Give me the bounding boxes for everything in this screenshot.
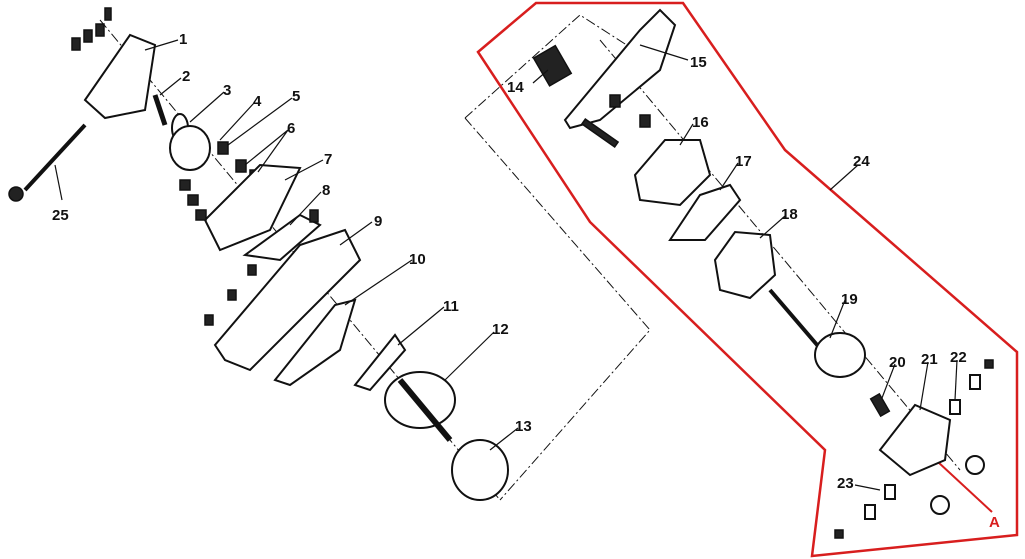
label-16: 16 bbox=[692, 114, 709, 131]
label-18: 18 bbox=[781, 206, 798, 223]
left-assembly-parts bbox=[8, 7, 509, 501]
label-21: 21 bbox=[921, 351, 938, 368]
label-4: 4 bbox=[253, 93, 262, 110]
label-7: 7 bbox=[324, 151, 332, 168]
callout-a: A bbox=[989, 514, 1000, 531]
label-13: 13 bbox=[515, 418, 532, 435]
label-23: 23 bbox=[837, 475, 854, 492]
label-3: 3 bbox=[223, 82, 231, 99]
leader-lines bbox=[54, 39, 958, 491]
label-5: 5 bbox=[292, 88, 300, 105]
subassembly-24-outline bbox=[476, 1, 1019, 558]
label-12: 12 bbox=[492, 321, 509, 338]
label-2: 2 bbox=[182, 68, 190, 85]
label-22: 22 bbox=[950, 349, 967, 366]
label-10: 10 bbox=[409, 251, 426, 268]
label-17: 17 bbox=[735, 153, 752, 170]
label-19: 19 bbox=[841, 291, 858, 308]
label-25: 25 bbox=[52, 207, 69, 224]
label-6: 6 bbox=[287, 120, 295, 137]
label-9: 9 bbox=[374, 213, 382, 230]
callout-a-leader bbox=[937, 461, 993, 513]
label-15: 15 bbox=[690, 54, 707, 71]
label-20: 20 bbox=[889, 354, 906, 371]
label-14: 14 bbox=[507, 79, 524, 96]
label-1: 1 bbox=[179, 31, 187, 48]
part-labels: 1 2 3 4 5 6 7 8 9 10 11 12 13 14 15 16 1… bbox=[52, 31, 1000, 531]
label-11: 11 bbox=[443, 298, 459, 315]
label-24: 24 bbox=[853, 153, 870, 170]
label-8: 8 bbox=[322, 182, 330, 199]
right-assembly-parts bbox=[532, 8, 994, 539]
